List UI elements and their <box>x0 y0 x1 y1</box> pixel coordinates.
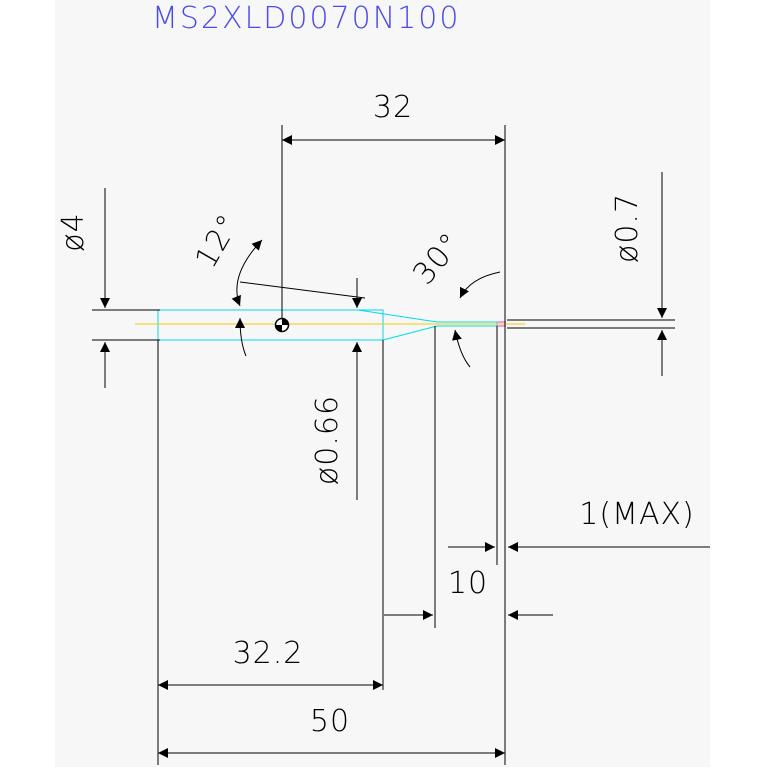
dim-tip-diameter: ø0.7 <box>610 193 645 263</box>
tool-taper-top <box>357 309 438 323</box>
tool-taper-bottom <box>382 325 438 341</box>
dimension-geometry <box>92 125 710 765</box>
dim-neck-diameter: ø0.66 <box>310 395 345 485</box>
dim-body-length: 32.2 <box>233 636 304 671</box>
tool-shank <box>157 309 384 341</box>
dim-tip-length-max: 1(MAX) <box>579 497 694 532</box>
dim-neck-length: 10 <box>448 566 488 601</box>
drawing-title: MS2XLD0070N100 <box>152 1 460 36</box>
dim-overall-length: 50 <box>310 704 350 739</box>
dim-shank-diameter: ø4 <box>56 212 91 251</box>
tool-outline <box>157 309 498 341</box>
dim-top-length: 32 <box>373 90 413 125</box>
center-mark-icon <box>274 317 290 333</box>
